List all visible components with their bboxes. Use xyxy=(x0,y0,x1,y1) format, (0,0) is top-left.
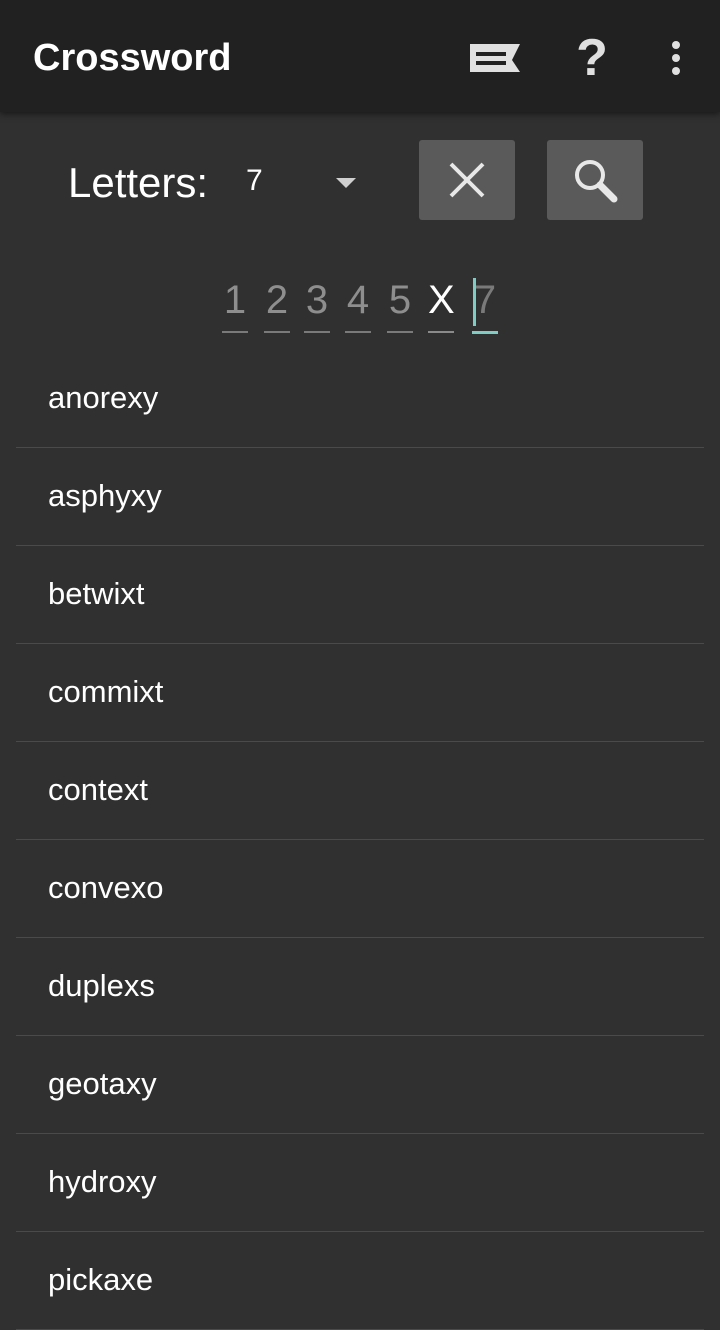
letter-cell-3[interactable]: 3 xyxy=(304,272,330,333)
list-item[interactable]: convexo xyxy=(16,840,704,938)
letters-label: Letters: xyxy=(68,159,209,206)
list-item[interactable]: duplexs xyxy=(16,938,704,1036)
more-vert-icon xyxy=(672,41,680,75)
help-icon: ? xyxy=(576,29,608,87)
letter-cell-7-text: 7 xyxy=(473,278,497,322)
search-controls: Letters: 7 xyxy=(0,112,720,252)
feedback-icon xyxy=(470,44,520,72)
app-title: Crossword xyxy=(33,37,232,79)
result-word: duplexs xyxy=(48,968,155,1003)
list-item[interactable]: geotaxy xyxy=(16,1036,704,1134)
result-word: commixt xyxy=(48,674,164,709)
letter-cell-5[interactable]: 5 xyxy=(387,272,413,333)
search-icon xyxy=(575,160,618,203)
more-options-button[interactable] xyxy=(646,28,706,88)
result-word: pickaxe xyxy=(48,1262,154,1297)
list-item[interactable]: asphyxy xyxy=(16,448,704,546)
result-word: hydroxy xyxy=(48,1164,157,1199)
app-bar: Crossword ? xyxy=(0,0,720,112)
clear-button[interactable] xyxy=(419,140,515,220)
list-item[interactable]: pickaxe xyxy=(16,1232,704,1330)
letter-cell-6[interactable]: X xyxy=(428,272,455,333)
result-word: anorexy xyxy=(48,380,159,415)
letter-cell-2[interactable]: 2 xyxy=(264,272,290,333)
letters-count-value: 7 xyxy=(246,164,263,197)
text-cursor xyxy=(473,278,476,326)
result-word: geotaxy xyxy=(48,1066,157,1101)
feedback-button[interactable] xyxy=(465,28,525,88)
list-item[interactable]: betwixt xyxy=(16,546,704,644)
close-icon xyxy=(449,162,485,198)
dropdown-caret-icon xyxy=(336,178,356,188)
result-word: context xyxy=(48,772,148,807)
list-item[interactable]: commixt xyxy=(16,644,704,742)
help-button[interactable]: ? xyxy=(562,28,622,88)
result-word: convexo xyxy=(48,870,164,905)
letter-cell-4[interactable]: 4 xyxy=(345,272,371,333)
list-item[interactable]: context xyxy=(16,742,704,840)
letter-cell-7[interactable]: 7 xyxy=(472,272,498,334)
letters-count-dropdown[interactable]: 7 xyxy=(236,152,376,212)
result-word: betwixt xyxy=(48,576,145,611)
search-button[interactable] xyxy=(547,140,643,220)
list-item[interactable]: hydroxy xyxy=(16,1134,704,1232)
results-list: anorexy asphyxy betwixt commixt context … xyxy=(16,350,704,1330)
result-word: asphyxy xyxy=(48,478,162,513)
letter-cell-1[interactable]: 1 xyxy=(222,272,248,333)
letter-pattern: 1 2 3 4 5 X 7 xyxy=(0,272,720,342)
list-item[interactable]: anorexy xyxy=(16,350,704,448)
